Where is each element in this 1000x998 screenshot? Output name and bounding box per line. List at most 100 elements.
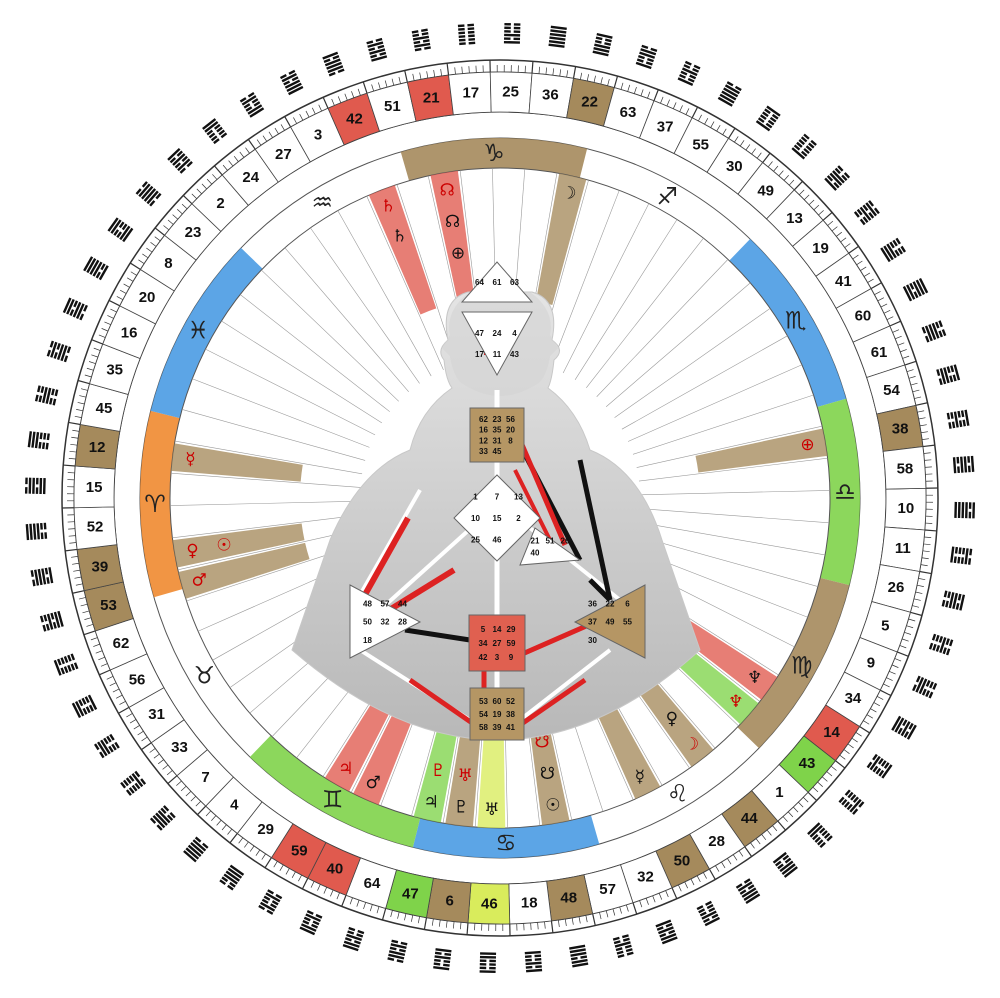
degree-tick	[779, 171, 784, 176]
degree-tick	[773, 166, 777, 171]
degree-tick	[918, 578, 925, 579]
degree-tick	[746, 144, 750, 150]
degree-tick	[244, 842, 248, 848]
degree-tick	[848, 744, 854, 748]
degree-tick	[302, 878, 307, 889]
center-gate-number: 59	[507, 639, 516, 648]
degree-tick	[667, 100, 670, 106]
degree-tick	[196, 801, 201, 806]
degree-tick	[867, 715, 873, 719]
center-gate-number: 5	[481, 625, 486, 634]
gate-number: 48	[560, 890, 577, 907]
degree-tick	[70, 444, 77, 445]
hexagram-icon	[504, 23, 521, 44]
degree-tick	[124, 284, 130, 287]
center-gate-number: 61	[493, 278, 502, 287]
hexagram-icon	[433, 948, 451, 970]
degree-tick	[717, 125, 721, 131]
degree-tick	[274, 861, 278, 867]
hexagram-icon	[28, 431, 50, 449]
degree-tick	[860, 267, 866, 271]
degree-tick	[809, 200, 814, 205]
gate-number: 36	[542, 87, 559, 104]
degree-tick	[914, 599, 921, 601]
degree-tick	[413, 74, 414, 81]
degree-tick	[81, 389, 88, 391]
degree-tick	[692, 107, 697, 118]
hexagram-icon	[718, 81, 742, 107]
hexagram-icon	[824, 165, 850, 191]
center-gate-number: 27	[493, 639, 502, 648]
leo-icon: ♌	[667, 780, 689, 808]
hexagram-icon	[655, 920, 677, 945]
degree-tick	[76, 409, 83, 410]
degree-tick	[113, 689, 119, 692]
gate-number: 9	[867, 655, 875, 672]
scorpio-icon: ♏	[785, 306, 807, 334]
center-gate-number: 30	[588, 636, 597, 645]
degree-tick	[240, 152, 244, 158]
degree-tick	[910, 612, 922, 615]
degree-tick	[158, 760, 164, 764]
degree-tick	[441, 69, 442, 76]
degree-tick	[666, 890, 669, 896]
hexagram-icon	[891, 716, 917, 740]
hexagram-icon	[636, 45, 658, 69]
planet-icon: ♇	[454, 798, 469, 818]
degree-tick	[915, 592, 922, 594]
degree-tick	[338, 96, 341, 102]
hexagram-icon	[942, 591, 965, 611]
degree-tick	[275, 128, 279, 134]
center-gate-number: 60	[493, 697, 502, 706]
gate-number: 28	[708, 833, 725, 850]
degree-tick	[640, 900, 642, 907]
hexagram-icon	[954, 502, 975, 519]
hexagram-icon	[183, 837, 208, 863]
degree-tick	[285, 117, 291, 127]
hexagram-icon	[40, 611, 64, 632]
degree-tick	[921, 565, 928, 566]
center-gate-number: 32	[381, 618, 390, 627]
degree-tick	[298, 875, 301, 881]
degree-tick	[723, 129, 727, 135]
gate-number: 55	[692, 137, 709, 154]
degree-tick	[76, 584, 83, 585]
degree-tick	[130, 263, 140, 269]
degree-tick	[119, 707, 129, 713]
hexagram-icon	[929, 634, 953, 656]
degree-tick	[546, 68, 547, 75]
gate-number: 21	[423, 89, 440, 106]
degree-tick	[680, 105, 683, 111]
degree-tick	[914, 397, 921, 399]
degree-tick	[845, 243, 851, 247]
gate-number: 15	[86, 479, 103, 496]
degree-tick	[920, 425, 927, 426]
center-gate-number: 23	[493, 415, 502, 424]
gate-number: 35	[106, 362, 123, 379]
center-gate-number: 64	[475, 278, 484, 287]
degree-tick	[646, 898, 648, 905]
degree-tick	[286, 868, 289, 874]
degree-tick	[641, 89, 643, 96]
degree-tick	[163, 765, 168, 769]
degree-tick	[768, 161, 772, 166]
degree-tick	[877, 696, 883, 699]
hexagram-icon	[107, 217, 133, 242]
degree-tick	[462, 67, 463, 74]
degree-tick	[728, 128, 734, 138]
degree-tick	[620, 907, 622, 914]
degree-tick	[372, 84, 374, 91]
hexagram-icon	[83, 256, 109, 280]
center-gate-number: 54	[479, 710, 488, 719]
degree-tick	[827, 771, 832, 775]
degree-tick	[907, 370, 914, 372]
gate-number: 29	[257, 821, 274, 838]
degree-tick	[467, 923, 468, 935]
degree-tick	[752, 149, 756, 155]
taurus-icon: ♉	[194, 662, 216, 690]
degree-tick	[418, 916, 419, 923]
degree-tick	[900, 349, 907, 351]
degree-tick	[99, 335, 105, 338]
degree-tick	[281, 124, 285, 130]
degree-tick	[293, 117, 296, 123]
